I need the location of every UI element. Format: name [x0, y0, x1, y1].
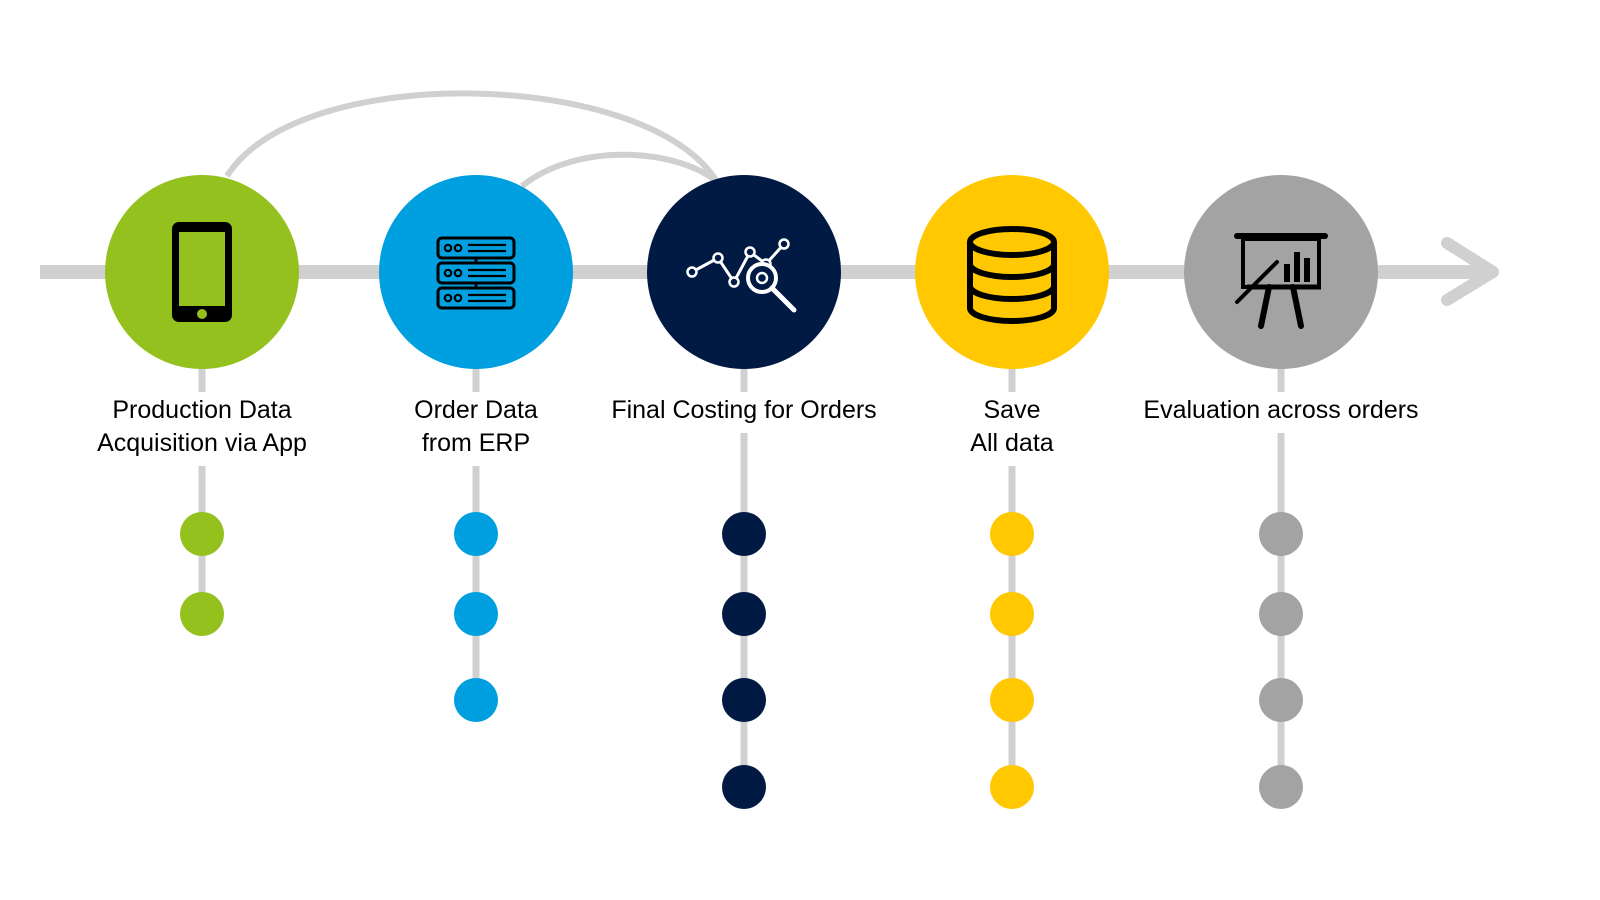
step-circle [1184, 175, 1378, 369]
step-bullet [454, 592, 498, 636]
timeline-arrowhead [1441, 237, 1499, 306]
step-label-background [70, 392, 334, 466]
step-label-line: from ERP [422, 429, 530, 457]
step-bullet [990, 592, 1034, 636]
step-bullet [722, 678, 766, 722]
step-bullet [1259, 512, 1303, 556]
step-label-line: Acquisition via App [97, 429, 307, 457]
step-bullet [722, 592, 766, 636]
connector-arc-production-to-costing [224, 90, 720, 184]
step-evaluation: Evaluation across orders [1117, 175, 1445, 809]
step-bullet [180, 592, 224, 636]
step-bullet [990, 765, 1034, 809]
step-bullet [454, 678, 498, 722]
step-bullet [1259, 678, 1303, 722]
step-circle [915, 175, 1109, 369]
step-label: Order Data from ERP [414, 396, 538, 457]
step-bullet [454, 512, 498, 556]
step-bullet [990, 678, 1034, 722]
step-bullet [990, 512, 1034, 556]
database-icon [967, 226, 1057, 324]
step-bullet [180, 512, 224, 556]
step-final-costing: Final Costing for Orders [580, 175, 908, 809]
step-bullet [722, 512, 766, 556]
connector-arc-order-to-costing [520, 151, 719, 189]
analytics-search-icon [686, 238, 797, 313]
step-label-line: Final Costing for Orders [611, 396, 876, 424]
step-label-line: Save [984, 396, 1041, 424]
step-bullet [722, 765, 766, 809]
step-bullet [1259, 592, 1303, 636]
step-label-line: Order Data [414, 396, 538, 424]
step-label-background [1117, 392, 1445, 433]
step-label-line: Evaluation across orders [1143, 396, 1418, 424]
step-label-line: All data [970, 429, 1053, 457]
step-label: Evaluation across orders [1143, 396, 1418, 424]
step-label: Final Costing for Orders [611, 396, 876, 424]
step-circle [647, 175, 841, 369]
step-order-data: Order Data from ERP [379, 175, 573, 722]
step-label-background [403, 392, 549, 466]
step-circle [379, 175, 573, 369]
step-label-line: Production Data [112, 396, 291, 424]
server-icon [436, 236, 516, 310]
step-bullet [1259, 765, 1303, 809]
smartphone-icon [172, 222, 232, 322]
presentation-chart-icon [1234, 233, 1328, 329]
step-label-background [952, 392, 1072, 466]
step-label-background [580, 392, 908, 433]
